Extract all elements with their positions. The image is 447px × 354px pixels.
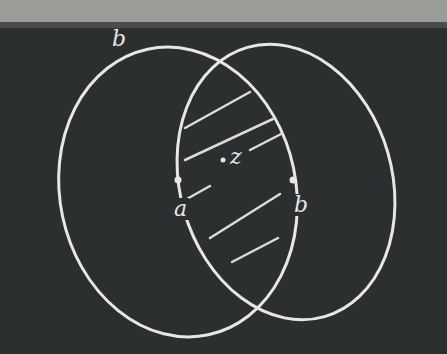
point-label: a [172, 198, 189, 220]
point [290, 177, 297, 184]
right-set [146, 18, 427, 346]
point-label: z [228, 146, 244, 168]
intersection-hatch [185, 92, 285, 262]
point [221, 158, 226, 163]
point [175, 177, 182, 184]
board-frame [0, 22, 447, 28]
point-label: b [110, 28, 128, 50]
board-ledge [0, 0, 447, 22]
point-label: b [292, 194, 310, 216]
